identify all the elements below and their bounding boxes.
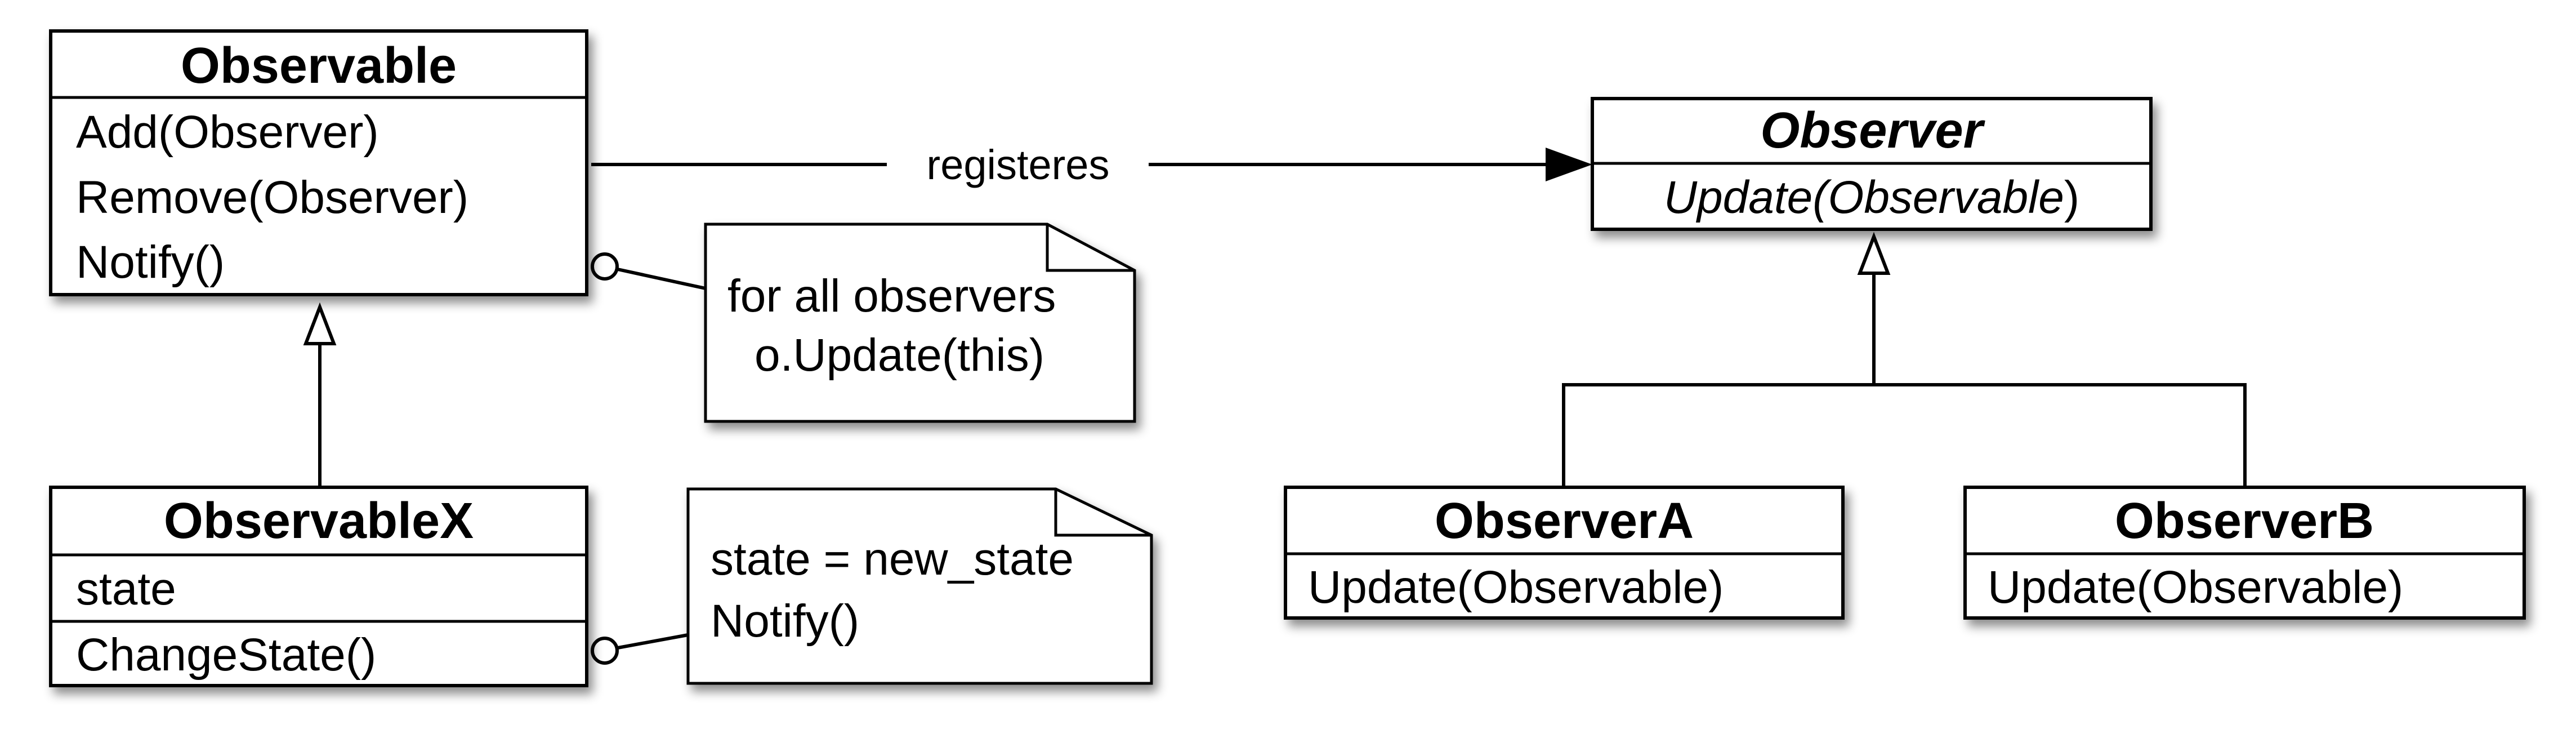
registers-label: registeres [927, 141, 1110, 188]
class-observer[interactable]: Observer Update(Observable) [1591, 97, 2153, 231]
note-line-1: for all observers [727, 270, 1056, 322]
arrow-head-icon [1546, 148, 1592, 181]
method-update-signature: Update(Observable [1664, 172, 2064, 223]
class-name: Observable [181, 38, 457, 94]
note-fold-icon [1046, 224, 1135, 272]
class-name: ObserverB [2115, 493, 2374, 549]
class-box [49, 486, 588, 687]
note-anchor-line [617, 268, 706, 290]
inheritance-triangle-icon [1857, 232, 1891, 275]
class-name: Observer [1760, 103, 1985, 159]
method-add: Add(Observer) [76, 106, 379, 158]
inheritance-triangle-icon [303, 302, 337, 345]
inheritance-observers-observer [1562, 232, 2247, 487]
note-fold-icon [1054, 489, 1151, 537]
class-observablex[interactable]: ObservableX state ChangeState() [49, 486, 588, 687]
note-box [704, 223, 1136, 423]
class-box [49, 29, 588, 296]
method-update-suffix: ) [2064, 172, 2079, 223]
class-observer-a[interactable]: ObserverA Update(Observable) [1284, 486, 1845, 620]
note-line-2: o.Update(this) [755, 330, 1044, 381]
note-line-2: Notify() [711, 595, 859, 647]
class-observable[interactable]: Observable Add(Observer) Remove(Observer… [49, 29, 588, 296]
note-notify[interactable]: for all observers o.Update(this) [704, 223, 1136, 423]
class-name: ObservableX [164, 493, 474, 549]
class-name: ObserverA [1435, 493, 1694, 549]
inheritance-observablex-observable [303, 302, 337, 487]
note-line-1: state = new_state [711, 533, 1074, 585]
note-anchor-circle-icon [591, 637, 619, 665]
note-anchor-line [617, 633, 689, 650]
note-anchor-circle-icon [591, 252, 619, 281]
note-anchor-change-state [591, 633, 689, 665]
method-notify: Notify() [76, 237, 225, 288]
class-observer-b[interactable]: ObserverB Update(Observable) [1963, 486, 2526, 620]
method-update: Update(Observable) [1664, 172, 2079, 223]
method-change-state: ChangeState() [76, 629, 376, 681]
method-remove: Remove(Observer) [76, 172, 468, 223]
note-change-state[interactable]: state = new_state Notify() [686, 487, 1153, 685]
note-anchor-notify [591, 252, 706, 290]
note-box [686, 487, 1153, 685]
method-update: Update(Observable) [1988, 562, 2403, 613]
registers-association: registeres [591, 141, 1592, 188]
method-update: Update(Observable) [1308, 562, 1724, 613]
attribute-state: state [76, 563, 176, 615]
